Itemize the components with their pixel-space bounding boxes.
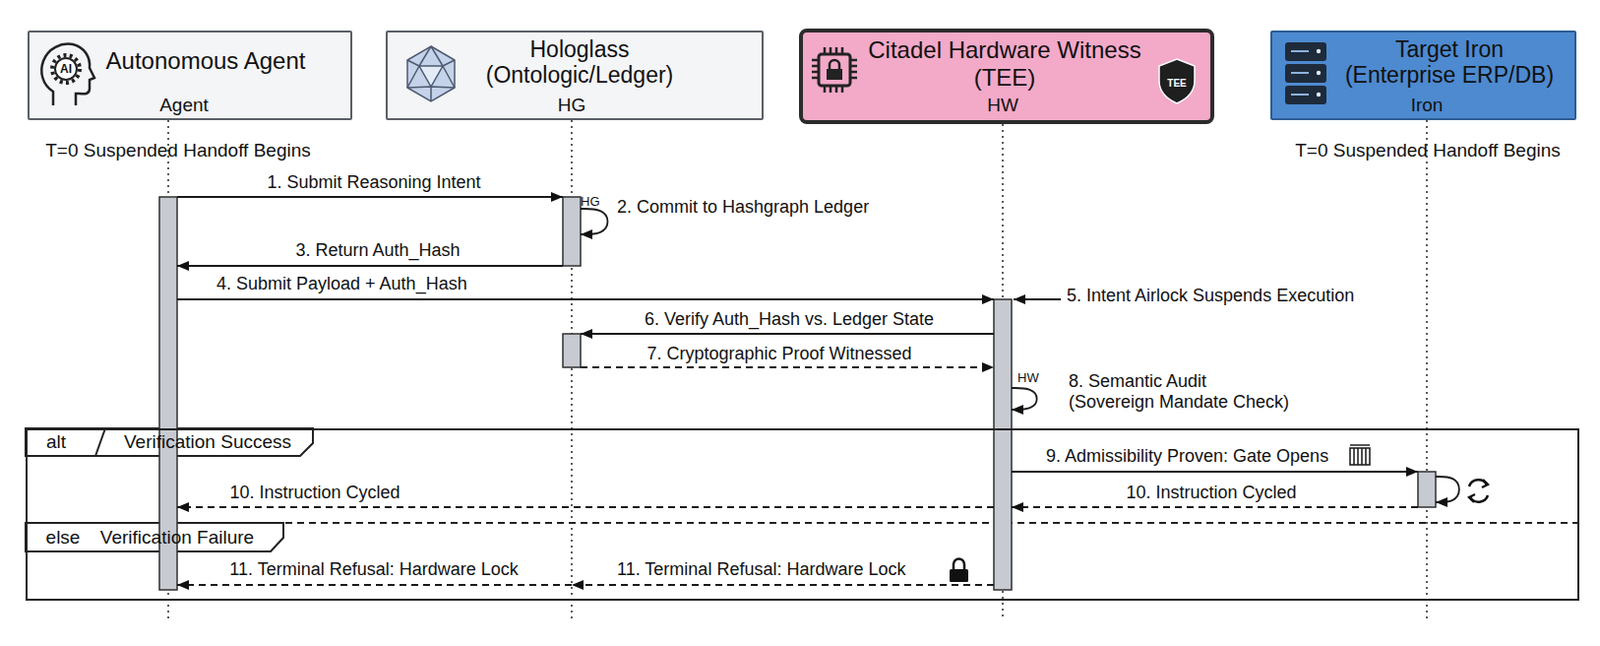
message-arrow <box>580 332 994 335</box>
message-arrow <box>177 298 994 301</box>
self-message <box>1011 387 1038 410</box>
fragment-operator: else <box>46 526 81 549</box>
icosahedron-face <box>419 65 443 87</box>
participant-box: Autonomous AgentAgent <box>27 30 353 121</box>
fragment-operator: alt <box>46 430 66 453</box>
gate-frame <box>1350 447 1370 465</box>
message-label: 6. Verify Auth_Hash vs. Ledger State <box>644 308 934 330</box>
refresh-arc <box>1470 494 1488 502</box>
server-led <box>1316 70 1321 75</box>
participant-title: Citadel Hardware Witness (TEE) <box>857 36 1153 91</box>
message-label: 11. Terminal Refusal: Hardware Lock <box>229 558 518 580</box>
message-label: 8. Semantic Audit (Sovereign Mandate Che… <box>1068 370 1294 412</box>
gear-teeth <box>52 55 80 83</box>
message-label: 7. Cryptographic Proof Witnessed <box>646 343 912 365</box>
activation-bar <box>562 196 581 266</box>
refresh-arc <box>1469 479 1487 487</box>
lock-shackle <box>829 60 840 69</box>
connector-layer <box>177 196 1460 585</box>
message-arrow <box>177 264 563 267</box>
participant-alias: HG <box>557 94 587 117</box>
timing-note: T=0 Suspended Handoff Begins <box>45 139 311 162</box>
self-call-tag: HG <box>580 194 601 210</box>
refresh-icon <box>1469 479 1488 502</box>
return-message <box>177 505 994 508</box>
message-arrow <box>1011 470 1418 473</box>
lock-shackle <box>953 558 965 570</box>
message-label: 3. Return Auth_Hash <box>295 240 460 261</box>
tag-separator <box>95 428 106 456</box>
gate-bars <box>1350 444 1370 465</box>
return-message <box>177 583 572 586</box>
activation-bar <box>1417 471 1436 507</box>
participant-alias: Iron <box>1411 94 1444 117</box>
message-label: 2. Commit to Hashgraph Ledger <box>616 196 869 218</box>
lifeline <box>570 120 573 620</box>
message-label: 11. Terminal Refusal: Hardware Lock <box>616 558 906 580</box>
refresh-head <box>1481 479 1488 488</box>
chip-pins <box>811 47 858 93</box>
self-message <box>580 208 609 235</box>
chip-body <box>818 54 851 86</box>
server-led <box>1316 92 1321 97</box>
message-label: 10. Instruction Cycled <box>1125 482 1296 503</box>
activation-bar <box>562 333 581 368</box>
participant-box: Citadel Hardware Witness (TEE) HW <box>799 28 1215 124</box>
participant-title: Autonomous Agent <box>106 47 307 75</box>
message-label: 1. Submit Reasoning Intent <box>266 172 481 193</box>
server-slots <box>1291 51 1309 95</box>
message-label: 9. Admissibility Proven: Gate Opens <box>1046 445 1329 467</box>
return-message <box>1011 505 1418 508</box>
server-unit <box>1285 42 1327 62</box>
server-led <box>1316 49 1321 54</box>
found-message-arrow <box>1013 298 1061 301</box>
refresh-head <box>1469 493 1476 502</box>
activation-bars <box>159 196 1436 590</box>
participant-alias: Agent <box>159 94 209 117</box>
icon-text: AI <box>60 62 72 77</box>
participant-box: Target Iron (Enterprise ERP/DB) Iron <box>1270 30 1577 121</box>
fragment-tag <box>25 428 313 456</box>
message-label: 5. Intent Airlock Suspends Execution <box>1066 285 1354 307</box>
lock-body <box>949 568 969 582</box>
fragment-tag <box>25 522 284 552</box>
icosahedron <box>407 46 455 102</box>
head-outline <box>41 44 95 106</box>
server-unit <box>1285 63 1327 83</box>
self-message <box>1435 476 1460 502</box>
lifelines <box>168 120 1427 620</box>
message-label: 4. Submit Payload + Auth_Hash <box>216 273 468 295</box>
gear-body <box>55 58 77 80</box>
return-message <box>571 583 994 586</box>
agent-icon <box>41 44 95 106</box>
participant-box: Hologlass (Ontologic/Ledger) HG <box>385 30 764 121</box>
return-message <box>580 366 994 369</box>
timing-note: T=0 Suspended Handoff Begins <box>1294 139 1561 162</box>
lifeline <box>1425 120 1428 620</box>
guard-condition: Verification Failure <box>100 526 254 549</box>
server-unit <box>1285 85 1327 105</box>
gate-icon <box>1350 444 1370 465</box>
self-call-tag: HW <box>1017 370 1040 386</box>
guard-condition: Verification Success <box>123 430 292 453</box>
message-arrow <box>177 195 563 198</box>
lock-icon <box>949 558 969 583</box>
participant-title: Target Iron (Enterprise ERP/DB) <box>1340 36 1559 89</box>
participant-title: Hologlass (Ontologic/Ledger) <box>466 36 693 89</box>
icosahedron-edges <box>407 46 455 102</box>
hologlass-icon <box>407 46 455 102</box>
activation-bar <box>993 299 1012 590</box>
chip-icon <box>811 47 858 93</box>
participant-alias: HW <box>986 94 1019 117</box>
message-label: 10. Instruction Cycled <box>229 482 400 503</box>
badge-text: TEE <box>1167 77 1186 90</box>
tee-shield <box>1159 59 1195 104</box>
server-icon <box>1285 42 1327 105</box>
lock-body <box>826 68 843 80</box>
